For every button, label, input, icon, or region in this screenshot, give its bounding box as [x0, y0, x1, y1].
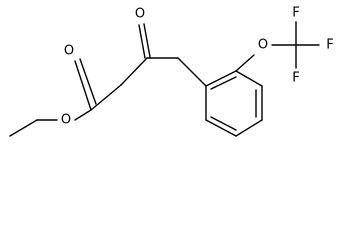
bond-ring-4: [235, 119, 263, 137]
chemical-structure: O O O O F F F: [9, 6, 334, 137]
bond-ester-ch2: [90, 84, 122, 111]
atom-label-carbonyl-oxygen: O: [64, 44, 74, 59]
bond-ring-ether-o: [235, 54, 255, 72]
bond-ring-5-inner: [210, 116, 237, 131]
atom-label-ether-oxygen: O: [258, 38, 268, 53]
bond-ketone-double-b: [143, 23, 151, 58]
bond-ethyl-c1-c2: [9, 119, 38, 137]
bond-benzyl: [177, 57, 207, 87]
atom-label-fluorine-top: F: [292, 6, 299, 21]
bond-ring-5: [205, 119, 237, 137]
bond-ring-1: [205, 70, 237, 87]
atom-label-fluorine-bottom: F: [292, 71, 299, 86]
bond-ch2-ketone: [120, 57, 148, 86]
atom-label-ketone-oxygen: O: [135, 7, 145, 22]
bond-o-ester-carbon: [74, 109, 92, 121]
bond-carbonyl-single: [74, 60, 92, 111]
bond-ring-2: [235, 70, 263, 87]
bond-ring-1-inner: [210, 76, 237, 90]
bond-carbonyl-double: [79, 58, 97, 105]
atom-label-ester-oxygen: O: [61, 113, 71, 128]
bond-ketone-double-a: [138, 24, 146, 59]
atom-label-fluorine-right: F: [326, 38, 333, 53]
